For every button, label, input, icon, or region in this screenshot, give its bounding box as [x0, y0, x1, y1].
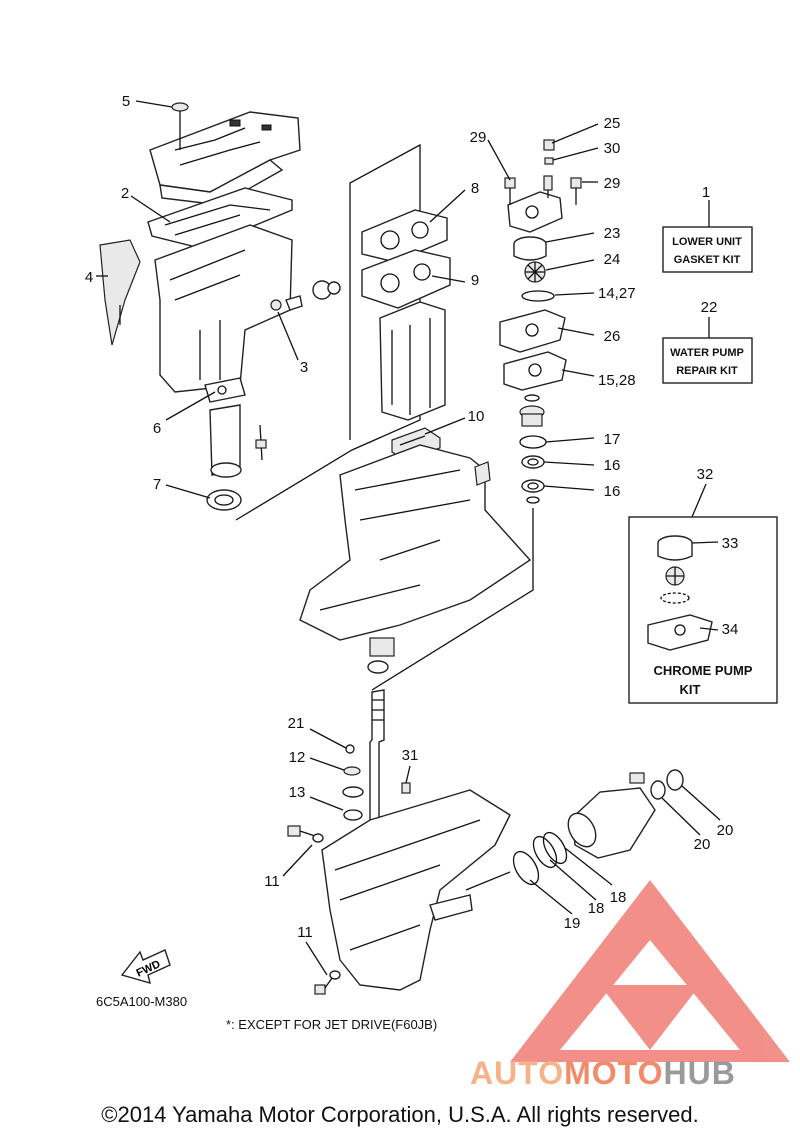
footnote: *: EXCEPT FOR JET DRIVE(F60JB) [226, 1017, 438, 1032]
part-24-impeller [524, 261, 546, 283]
bolt-25 [543, 139, 555, 165]
callout-30: 30 [604, 140, 621, 157]
callout-21: 21 [288, 715, 305, 732]
bolt-29-right [570, 177, 582, 205]
pump-housing [507, 175, 563, 233]
drive-shaft [369, 689, 385, 831]
callout-3: 3 [300, 359, 308, 376]
callout-18a: 18 [610, 889, 627, 906]
callout-25: 25 [604, 115, 621, 132]
callout-9: 9 [471, 272, 479, 289]
gasket-2 [147, 187, 293, 249]
chrome-kit-line2: KIT [680, 682, 701, 697]
callout-23: 23 [604, 225, 621, 242]
water-pump-inner [367, 637, 395, 674]
callout-labels: 1 2 3 4 5 6 7 8 9 10 11 11 12 13 14,27 1… [85, 93, 739, 941]
copyright-notice: ©2014 Yamaha Motor Corporation, U.S.A. A… [101, 1102, 699, 1127]
watermark-logo [510, 880, 790, 1062]
pump-key-and-cartridge [519, 394, 545, 427]
callout-4: 4 [85, 269, 93, 286]
callout-5: 5 [122, 93, 130, 110]
callout-14-27: 14,27 [598, 285, 636, 302]
diagram-code: 6C5A100-M380 [96, 994, 188, 1009]
callout-32: 32 [697, 466, 714, 483]
part-20-bearings [650, 769, 684, 800]
callout-20a: 20 [717, 822, 734, 839]
callout-10: 10 [468, 408, 485, 425]
propeller-shaft-housing [567, 772, 656, 859]
callout-19: 19 [564, 915, 581, 932]
chrome-kit-line1: CHROME PUMP [654, 663, 753, 678]
upper-drive-housing [299, 444, 532, 641]
part-15-gasket [503, 351, 567, 391]
upper-casing [149, 102, 301, 206]
gearcase [321, 789, 511, 991]
callout-33: 33 [722, 535, 739, 552]
callout-11a: 11 [264, 873, 280, 890]
part-17-oring [519, 435, 547, 449]
callout-8: 8 [471, 180, 479, 197]
part-11-bolt-a [287, 825, 324, 843]
callout-2: 2 [121, 185, 129, 202]
callout-11b: 11 [297, 924, 313, 941]
part-12-bushing [343, 766, 361, 776]
callout-16b: 16 [604, 483, 621, 500]
part-5-plug [171, 102, 189, 112]
callout-6: 6 [153, 420, 161, 437]
callout-29b: 29 [604, 175, 621, 192]
callout-34: 34 [722, 621, 739, 638]
bolt-29-left [504, 177, 516, 205]
callout-20b: 20 [694, 836, 711, 853]
callout-15-28: 15,28 [598, 372, 636, 389]
callout-22: 22 [701, 299, 718, 316]
part-14-oring [521, 290, 555, 302]
gasket-kit-line2: GASKET KIT [674, 254, 741, 266]
part-16-seal-a [521, 455, 545, 469]
callout-18b: 18 [588, 900, 605, 917]
callout-16a: 16 [604, 457, 621, 474]
waterpump-kit-line1: WATER PUMP [670, 347, 744, 359]
part-26-plate [499, 309, 566, 353]
waterpump-kit-line2: REPAIR KIT [676, 365, 738, 377]
part-3-fitting [270, 280, 341, 311]
lower-casing [99, 224, 293, 393]
gasket-kit-line1: LOWER UNIT [672, 236, 742, 248]
part-18-orings [532, 831, 568, 869]
gasket-9 [361, 249, 451, 309]
watermark-wordmark: AUTOMOTOHUB [470, 1055, 736, 1092]
callout-29a: 29 [470, 129, 487, 146]
watermark-part3: HUB [663, 1055, 736, 1091]
part-16-seal-b [521, 479, 545, 493]
chrome-pump-kit-box: CHROME PUMP KIT [628, 483, 778, 704]
gasket-8 [361, 209, 448, 263]
callout-26: 26 [604, 328, 621, 345]
part-11-bolt-b [314, 970, 341, 995]
lower-unit-gasket-kit-box: LOWER UNIT GASKET KIT [662, 200, 753, 273]
callout-13: 13 [289, 784, 306, 801]
part-31-clip [401, 782, 411, 794]
callout-7: 7 [153, 476, 161, 493]
watermark-part2: MOTO [564, 1055, 664, 1091]
callout-17: 17 [604, 431, 621, 448]
leader-lines [96, 100, 721, 976]
exhaust-guide [379, 301, 446, 421]
part-13-seal [342, 786, 364, 821]
water-tube [209, 404, 267, 478]
part-21-washer [345, 744, 355, 754]
watermark-part1: AUTO [470, 1055, 565, 1091]
callout-31: 31 [402, 747, 419, 764]
water-pump-repair-kit-box: WATER PUMP REPAIR KIT [662, 317, 753, 384]
part-23-insert [513, 236, 547, 261]
callout-12: 12 [289, 749, 306, 766]
callout-1: 1 [702, 184, 710, 201]
callout-24: 24 [604, 251, 621, 268]
fwd-arrow-icon: FWD [120, 949, 171, 985]
part-7-seal [206, 489, 242, 511]
part-19-oring [512, 850, 540, 886]
